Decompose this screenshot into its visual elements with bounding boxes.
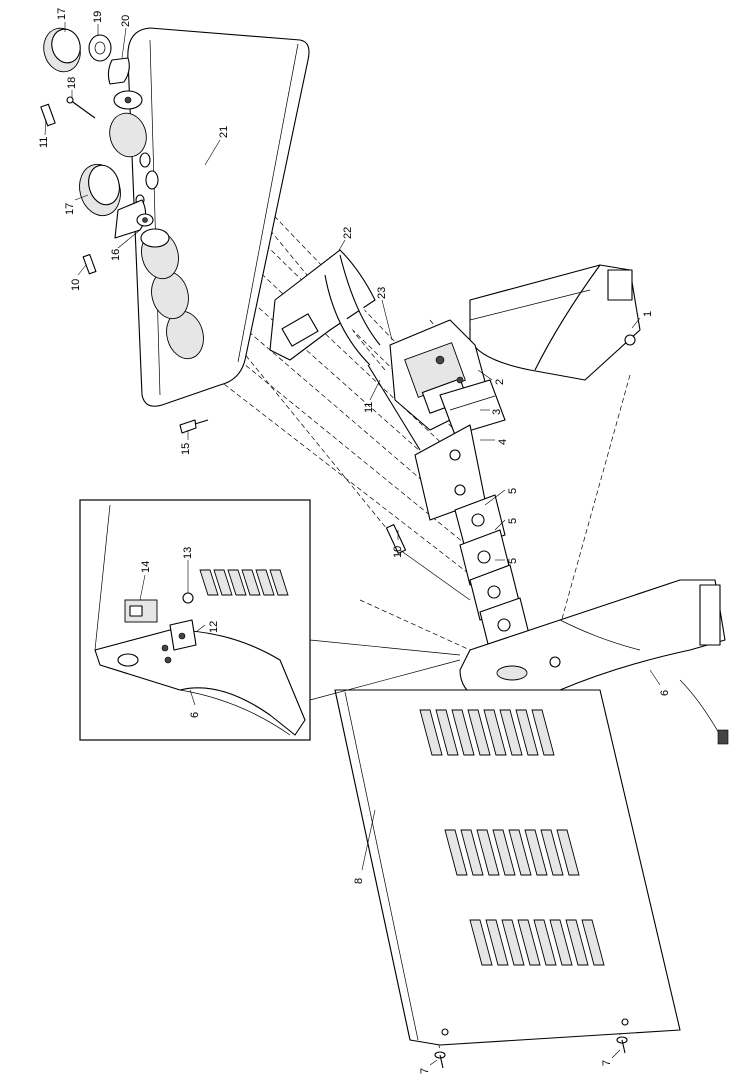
callout-5-c: 5 xyxy=(507,558,519,564)
screw-10-top xyxy=(82,253,97,275)
callout-12: 12 xyxy=(208,621,220,633)
knob-17-top xyxy=(43,27,81,73)
callout-13: 13 xyxy=(182,547,194,559)
callout-labels: 17 19 20 18 11 21 17 16 10 15 22 23 1 2 … xyxy=(38,8,671,1074)
callout-2: 2 xyxy=(494,379,506,385)
shaft-18 xyxy=(66,96,96,119)
shaft-10-center xyxy=(385,524,471,601)
screw-7-right xyxy=(616,1036,628,1054)
callout-20: 20 xyxy=(120,15,132,27)
knob-upper-panel xyxy=(109,112,147,158)
back-panel-8 xyxy=(334,689,681,1046)
control-panel-housing xyxy=(127,27,310,407)
shaft-11-center xyxy=(367,364,421,451)
leader-lines xyxy=(44,22,661,1066)
vent-row-top xyxy=(419,709,555,756)
vent-row-bottom xyxy=(469,919,605,966)
callout-17-top: 17 xyxy=(56,8,68,20)
callout-16: 16 xyxy=(110,249,122,261)
callout-11-center: 11 xyxy=(363,402,375,413)
bracket-22 xyxy=(269,249,381,366)
callout-4: 4 xyxy=(497,439,509,445)
side-bracket-6 xyxy=(459,579,729,745)
callout-6-right: 6 xyxy=(659,690,671,696)
seal-19 xyxy=(88,34,112,62)
callout-10-top: 10 xyxy=(70,279,82,291)
callout-14: 14 xyxy=(140,561,152,573)
callout-15: 15 xyxy=(180,443,192,455)
callout-7-right: 7 xyxy=(601,1060,613,1066)
callout-19: 19 xyxy=(92,11,104,23)
callout-7-left: 7 xyxy=(419,1068,431,1074)
vent-row-middle xyxy=(444,829,580,876)
callout-18: 18 xyxy=(66,77,78,89)
screw-15 xyxy=(179,419,209,434)
screw-7-left xyxy=(434,1051,446,1069)
callout-17-middle: 17 xyxy=(64,203,76,215)
knob-17-middle xyxy=(79,163,121,217)
screw-11-top xyxy=(40,103,56,127)
bezel-20 xyxy=(107,57,143,110)
callout-5-a: 5 xyxy=(507,488,519,494)
inset-detail xyxy=(79,499,461,741)
callout-5-b: 5 xyxy=(507,518,519,524)
callout-21: 21 xyxy=(218,126,230,138)
callout-10-center: 10 xyxy=(392,546,404,558)
callout-23: 23 xyxy=(376,287,388,299)
callout-1: 1 xyxy=(642,311,654,317)
callout-8: 8 xyxy=(353,878,365,884)
switch-block-3 xyxy=(439,379,506,436)
side-bracket-1 xyxy=(469,264,641,381)
callout-11-top: 11 xyxy=(38,137,50,148)
callout-6-inset: 6 xyxy=(189,712,201,718)
callout-3: 3 xyxy=(491,409,503,415)
bezel-16 xyxy=(114,199,170,248)
callout-22: 22 xyxy=(342,227,354,239)
